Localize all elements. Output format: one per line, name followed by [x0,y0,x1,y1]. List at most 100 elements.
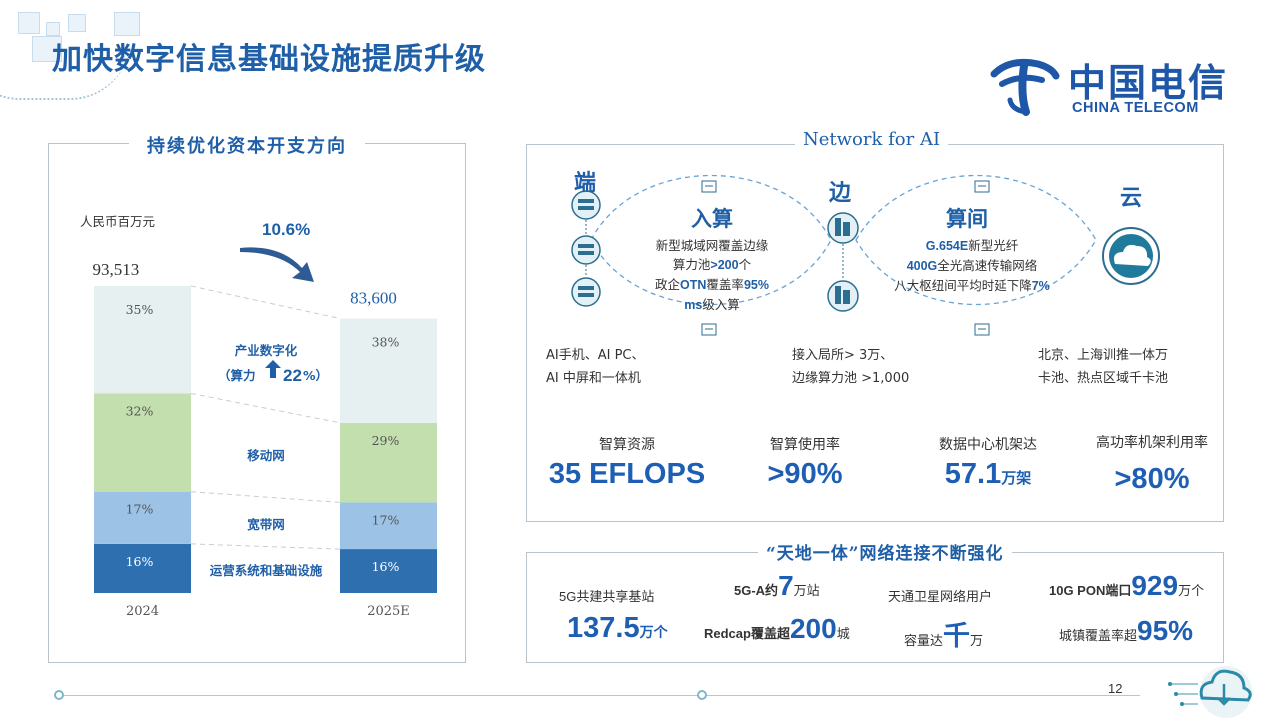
footer-line [60,695,1140,696]
x-axis-label: 2025E [367,604,410,619]
right-loop-title: 算间 [946,206,988,231]
bar-segment [340,422,437,503]
bar-segment [340,318,437,423]
5g-a-stat: 5G-A约7万站 [734,570,820,601]
router-icon [701,323,717,336]
capex-panel-title: 持续优化资本开支方向 [129,132,365,158]
compute-growth-suffix: %） [303,368,328,383]
satellite-capacity: 容量达千万 [904,621,984,652]
description-line: AI手机、AI PC、 [546,348,645,363]
compute-growth-note: （算力 [218,368,256,383]
bar-segment [94,491,191,544]
bar-total-label: 93,513 [93,260,140,279]
segment-label: 17% [126,502,154,517]
server-icon [571,235,601,265]
segment-label: 29% [372,433,400,448]
cloud-network-icon [1168,666,1252,718]
footer-dot [697,690,707,700]
server-icon [571,277,601,307]
bar-segment [94,286,191,394]
building-icon [827,212,859,244]
x-axis-label: 2024 [126,604,159,619]
base-station-value: 137.5万个 [567,612,668,644]
up-arrow-icon [265,360,281,378]
segment-label: 38% [372,335,400,350]
stat-label: 智算使用率 [770,437,840,453]
bar-segment [340,549,437,593]
segment-label: 35% [126,302,154,317]
footer-dot [54,690,64,700]
urban-coverage-stat: 城镇覆盖率超95% [1059,615,1194,646]
segment-label: 16% [372,559,400,574]
network-for-ai-title: Network for AI [795,129,949,150]
unit-label: 人民币百万元 [80,214,155,229]
connector-line [190,392,341,424]
satellite-label: 天通卫星网络用户 [888,590,993,605]
router-icon [974,323,990,336]
segment-name: 产业数字化 [235,343,298,358]
segment-name: 移动网 [247,448,285,463]
left-loop-text: 新型城域网覆盖边缘 算力池>200个 政企OTN覆盖率95% ms级入算 [612,236,812,315]
server-icon [571,190,601,220]
dotted-arc-decoration [0,40,130,100]
segment-name: 宽带网 [246,517,285,532]
connector-line [190,285,341,320]
logo-english-text: CHINA TELECOM [1072,100,1199,116]
stat-label: 数据中心机架达 [939,437,1037,453]
redcap-stat: Redcap覆盖超200城 [704,613,850,644]
right-loop-text: G.654E新型光纤 400G全光高速传输网络 八大枢纽间平均时延下降7% [872,236,1072,296]
bar-segment [340,502,437,550]
right-loop-line: 八大枢纽间平均时延下降7% [894,278,1050,293]
right-loop-line: 400G全光高速传输网络 [906,258,1038,273]
slide-title: 加快数字信息基础设施提质升级 [52,42,486,77]
edge-description: 接入局所> 3万、 边缘算力池 >1,000 [792,344,909,390]
segment-name: 运营系统和基础设施 [210,563,323,578]
left-loop-line: ms级入算 [684,297,740,312]
description-line: 卡池、热点区域千卡池 [1038,371,1169,386]
left-loop-title: 入算 [691,206,733,231]
left-loop-line: 新型城域网覆盖边缘 [655,238,769,253]
router-icon [974,180,990,193]
network-loop-diagram [571,175,1160,336]
capex-stacked-bar-chart: 16% 17% 32% 35% 2024 93,513 16% 17% 29% 38% 2025E 8… [80,214,437,619]
cloud-description: 北京、上海训推一体万 卡池、热点区域千卡池 [1038,344,1168,390]
trend-arrow-icon [240,247,314,282]
left-loop-line: 政企OTN覆盖率95% [655,277,769,292]
bar-segment [94,543,191,593]
bar-total-label: 83,600 [350,289,397,308]
stat-label: 智算资源 [599,437,655,453]
china-telecom-logo: 中国电信 CHINA TELECOM [990,50,1230,122]
change-label: 10.6% [262,220,310,239]
pon-stat: 10G PON端口929万个 [1049,570,1205,601]
stat-value: >90% [767,458,843,490]
description-line: 北京、上海训推一体万 [1038,348,1169,363]
stat-value: 57.1万架 [944,458,1032,490]
router-icon [701,180,717,193]
device-description: AI手机、AI PC、 AI 中屏和一体机 [546,344,645,390]
connectivity-title: “天地一体”网络连接不断强化 [758,539,1012,564]
device-node-label: 端 [574,170,597,196]
bar-segment [94,393,191,492]
description-line: 边缘算力池 >1,000 [792,371,910,386]
compute-growth-value: 22 [283,366,302,385]
connector-line [190,491,341,503]
capex-panel: 持续优化资本开支方向 [48,132,466,663]
china-telecom-logo-icon [990,58,1060,116]
logo-chinese-text: 中国电信 [1068,60,1229,105]
segment-label: 32% [126,403,154,418]
page-number: 12 [1108,681,1123,696]
description-line: AI 中屏和一体机 [546,371,641,386]
left-loop-line: 算力池>200个 [672,257,752,272]
connector-line [190,543,341,550]
building-icon [827,280,859,312]
description-line: 接入局所> 3万、 [792,348,894,363]
edge-node-label: 边 [829,180,852,206]
cloud-node-label: 云 [1120,185,1143,211]
cloud-icon [1102,227,1160,285]
base-station-label: 5G共建共享基站 [559,589,655,604]
right-loop-line: G.654E新型光纤 [925,238,1019,253]
stat-value: 35 EFLOPS [548,458,706,490]
segment-label: 16% [126,554,154,569]
segment-label: 17% [372,512,400,527]
stat-value: >80% [1114,463,1190,495]
